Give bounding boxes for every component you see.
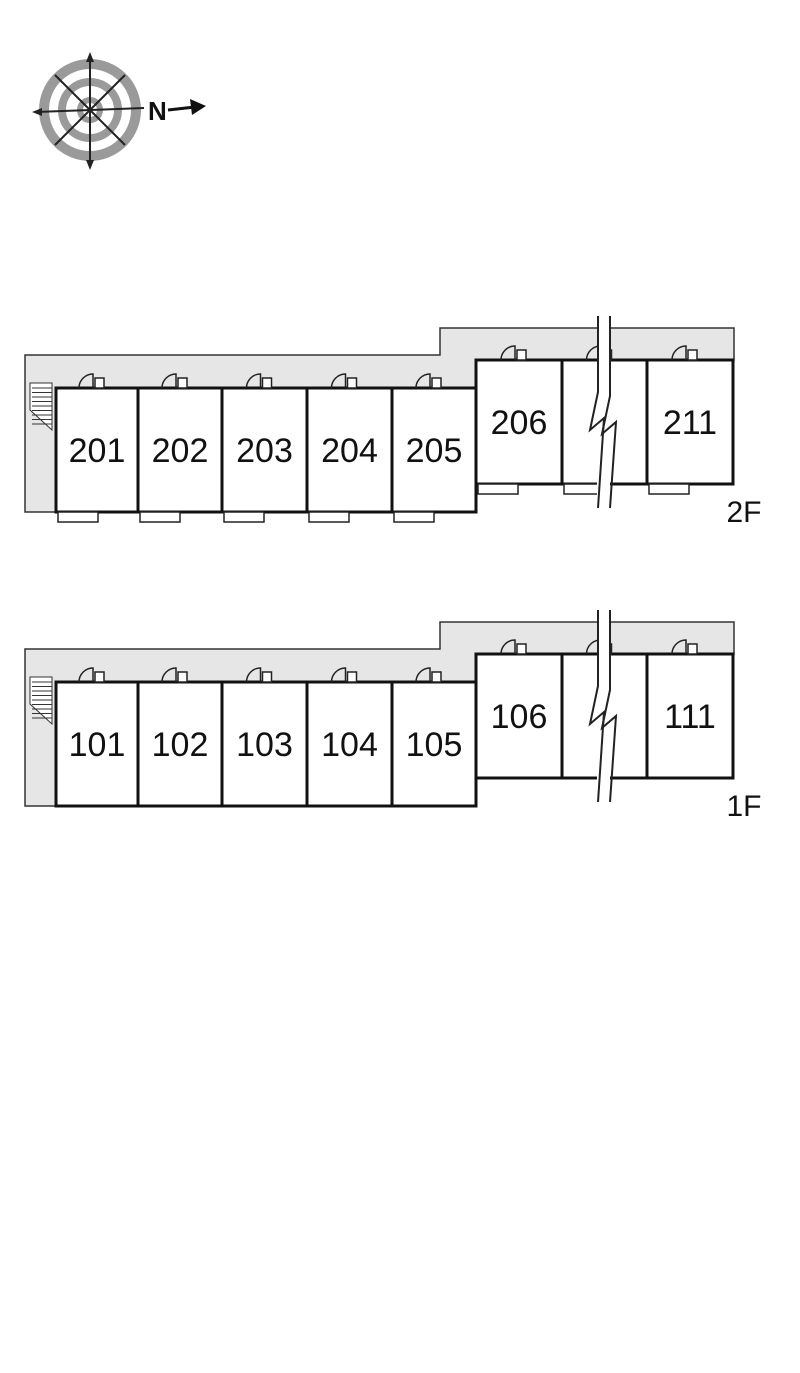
door-icon (78, 373, 105, 389)
floor-plan-2f: 201 202 203 204 205 206 211 2F (24, 316, 762, 529)
unit-104: 104 (305, 667, 394, 808)
unit-101: 101 (54, 667, 140, 808)
unit-number: 104 (321, 726, 378, 764)
unit-204: 204 (305, 373, 394, 523)
unit-number: 201 (69, 432, 126, 470)
unit-111: 111 (645, 639, 735, 780)
balcony (648, 483, 690, 495)
unit-number: 204 (321, 432, 378, 470)
unit-number: 111 (664, 698, 716, 736)
unit-106: 106 (474, 639, 564, 780)
unit-number: 101 (69, 726, 126, 764)
unit-number: 203 (236, 432, 293, 470)
balcony (57, 511, 99, 523)
floor-label: 2F (726, 496, 761, 529)
door-icon (161, 373, 188, 389)
unit-201: 201 (54, 373, 140, 523)
break-line-icon (588, 316, 618, 509)
unit-number: 103 (236, 726, 293, 764)
unit-number: 105 (406, 726, 463, 764)
balcony (223, 511, 265, 523)
unit-102: 102 (136, 667, 224, 808)
floor-plan-1f: 101 102 103 104 105 106 111 1F (24, 610, 762, 823)
unit-206: 206 (474, 345, 564, 495)
unit-103: 103 (220, 667, 309, 808)
door-icon (415, 373, 442, 389)
balcony (477, 483, 519, 495)
compass-rose-icon: N (32, 52, 206, 170)
unit-number: 211 (663, 404, 717, 442)
compass-north-label: N (148, 96, 167, 126)
door-icon (671, 639, 698, 655)
unit-202: 202 (136, 373, 224, 523)
stairs-icon (29, 676, 53, 726)
unit-211: 211 (645, 345, 735, 495)
stairs-icon (29, 382, 53, 432)
door-icon (161, 667, 188, 683)
break-line-icon (588, 610, 618, 803)
door-icon (500, 345, 527, 361)
floor-label: 1F (726, 790, 761, 823)
balcony (139, 511, 181, 523)
balcony (308, 511, 350, 523)
unit-number: 206 (491, 404, 548, 442)
door-icon (245, 373, 273, 389)
unit-number: 102 (152, 726, 209, 764)
unit-205: 205 (390, 373, 478, 523)
unit-number: 205 (406, 432, 463, 470)
door-icon (330, 373, 358, 389)
unit-105: 105 (390, 667, 478, 808)
unit-203: 203 (220, 373, 309, 523)
door-icon (78, 667, 105, 683)
unit-number: 202 (152, 432, 209, 470)
door-icon (245, 667, 273, 683)
balcony (393, 511, 435, 523)
door-icon (415, 667, 442, 683)
unit-number: 106 (491, 698, 548, 736)
door-icon (671, 345, 698, 361)
door-icon (500, 639, 527, 655)
door-icon (330, 667, 358, 683)
